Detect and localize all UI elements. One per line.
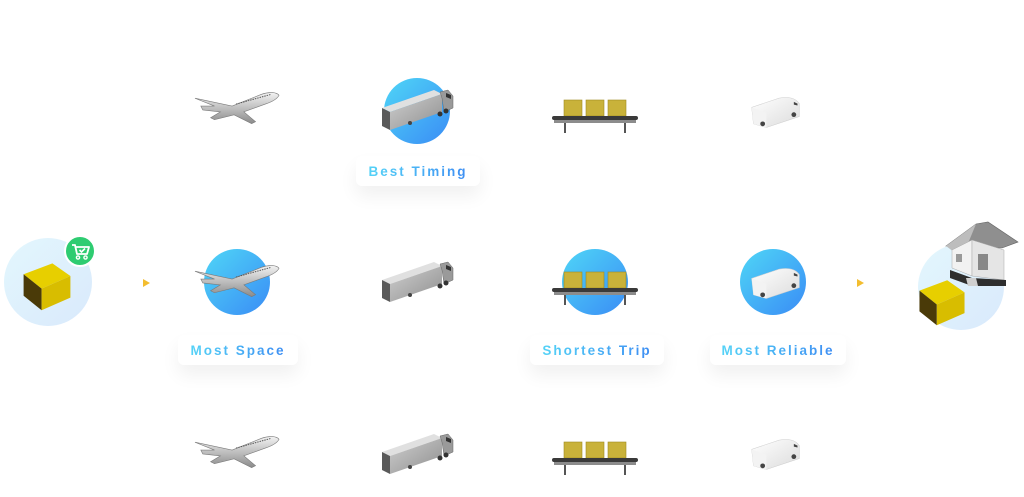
conveyor-belt-icon (550, 96, 640, 136)
label-card-most-space: Most Space (178, 335, 298, 365)
option-most-space[interactable] (193, 249, 283, 315)
label-best-timing: Best Timing (368, 163, 468, 179)
truck-icon (380, 258, 455, 303)
delivery-van-icon (748, 92, 803, 130)
option-most-reliable[interactable] (740, 249, 810, 315)
shopping-cart-check-icon (64, 235, 96, 267)
airplane-icon (193, 261, 281, 301)
truck-icon (380, 86, 455, 131)
house-icon (945, 221, 1019, 286)
flow-arrow-start (143, 279, 150, 287)
label-card-most-reliable: Most Reliable (710, 335, 846, 365)
conveyor-belt-icon (550, 268, 640, 308)
end-node (916, 218, 1024, 330)
label-card-shortest-trip: Shortest Trip (530, 335, 664, 365)
flow-arrow-end (857, 279, 864, 287)
option-best-timing[interactable] (382, 78, 452, 144)
delivery-van-icon (748, 263, 803, 301)
package-box-icon (20, 258, 74, 312)
truck-icon (380, 430, 455, 475)
conveyor-belt-icon (550, 438, 640, 478)
airplane-icon (193, 88, 281, 128)
label-card-best-timing: Best Timing (356, 156, 480, 186)
label-shortest-trip: Shortest Trip (542, 342, 652, 358)
label-most-space: Most Space (190, 342, 286, 358)
airplane-icon (193, 432, 281, 472)
label-most-reliable: Most Reliable (721, 342, 835, 358)
delivery-van-icon (748, 434, 803, 472)
option-shortest-trip[interactable] (550, 249, 640, 315)
start-node (4, 235, 96, 326)
package-box-icon (916, 274, 968, 328)
